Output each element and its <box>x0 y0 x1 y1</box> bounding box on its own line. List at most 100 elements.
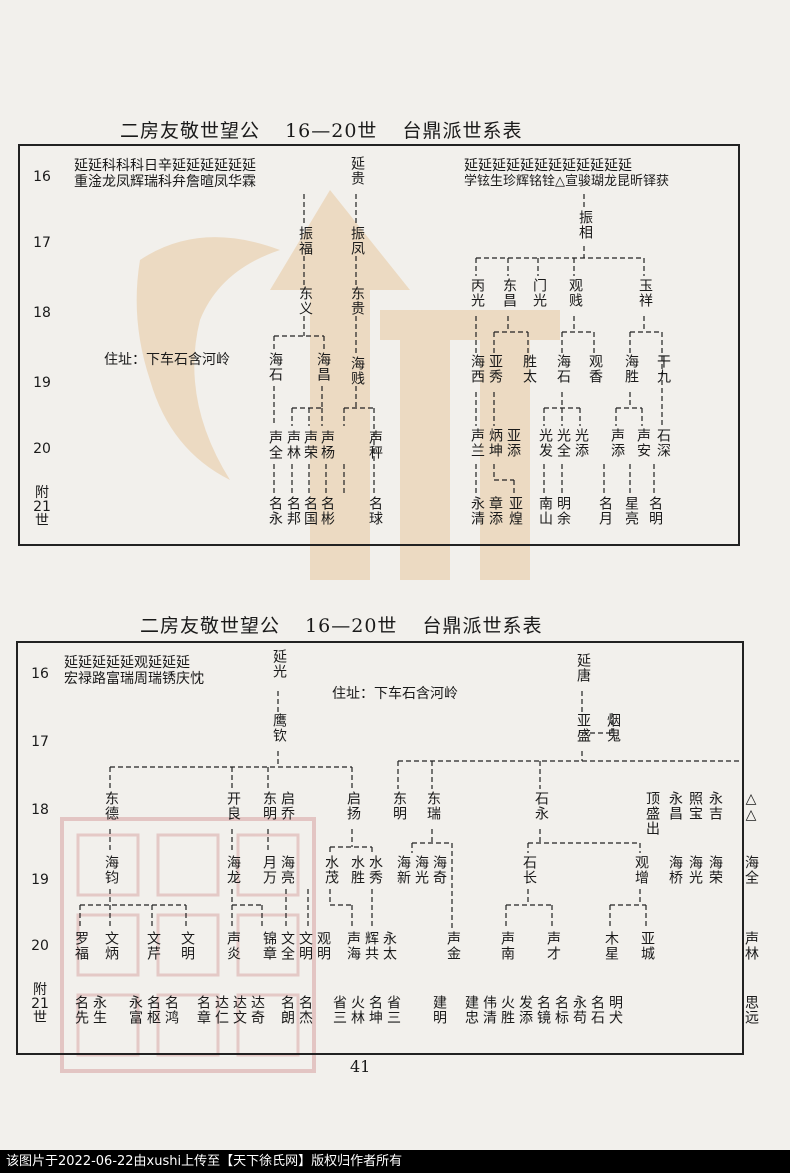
person: 干九 <box>655 354 671 384</box>
generation-column: 16 17 18 19 20 附 21 世 <box>18 643 62 1053</box>
person: 名标 <box>553 995 569 1025</box>
person: 亚盛 <box>575 713 591 743</box>
person: 名月 <box>597 496 613 526</box>
gen-label: 附 21 世 <box>31 982 49 1026</box>
gen-label: 20 <box>33 441 51 457</box>
person: 永太 <box>381 931 397 961</box>
person: 木星 <box>603 931 619 961</box>
person: 东昌 <box>501 278 517 308</box>
person: 东贵 <box>349 286 365 316</box>
tree-area: 延延延延延观延延延 宏禄路富瑞周瑞锈庆忱 延光 延唐 住址：下车石含河岭 鹰钦 … <box>62 643 759 1053</box>
person: 建明 <box>431 995 447 1025</box>
person: 照宝 <box>687 791 703 821</box>
person: 海钧 <box>103 855 119 885</box>
person: 名石 <box>589 995 605 1025</box>
person: 名先 <box>73 995 89 1025</box>
generation-column: 16 17 18 19 20 附 21 世 <box>20 146 64 544</box>
person: 东德 <box>103 791 119 821</box>
person: 观贱 <box>567 278 583 308</box>
person: 永吉 <box>707 791 723 821</box>
person: 月万 <box>261 855 277 885</box>
row16-a2: 重淦龙凤辉瑞科弁詹暄凤华霖 <box>74 174 256 190</box>
tree-lines <box>79 691 742 928</box>
title-lineage: 二房友敬世望公 <box>120 120 261 142</box>
person: 烟鬼 <box>605 713 621 743</box>
person: 光发 <box>537 428 553 458</box>
person: 振凤 <box>349 226 365 256</box>
address: 住址：下车石含河岭 <box>104 352 230 368</box>
person: 声才 <box>545 931 561 961</box>
person: 炳坤 <box>487 428 503 458</box>
person: 丙光 <box>469 278 485 308</box>
person: 声兰 <box>469 428 485 458</box>
person: 声添 <box>609 428 625 458</box>
title-range: 16—20世 <box>305 615 398 637</box>
title-lineage: 二房友敬世望公 <box>140 615 281 637</box>
person: 声林 <box>285 430 301 460</box>
gen-label: 20 <box>31 938 49 954</box>
person: 辉共 <box>363 931 379 961</box>
person: 水茂 <box>323 855 339 885</box>
person: 南山 <box>537 496 553 526</box>
person: 永清 <box>469 496 485 526</box>
person: 振福 <box>297 226 313 256</box>
person: 名球 <box>367 496 383 526</box>
table-1-frame: 16 17 18 19 20 附 21 世 <box>18 144 740 546</box>
table-2-title: 二房友敬世望公 16—20世 台鼎派世系表 <box>140 611 560 638</box>
gen-label: 19 <box>31 872 49 888</box>
person: 名镜 <box>535 995 551 1025</box>
gen-label: 附 21 世 <box>33 485 51 529</box>
tree-area: 延延科科科日辛延延延延延延 重淦龙凤辉瑞科弁詹暄凤华霖 延贵 延延延延延延延延延… <box>64 146 738 544</box>
person: 声炎 <box>225 931 241 961</box>
gen-label: 19 <box>33 375 51 391</box>
person: 名国 <box>302 496 318 526</box>
person: 海奇 <box>431 855 447 885</box>
person: 石深 <box>655 428 671 458</box>
person: 思远 <box>743 995 759 1025</box>
person: 章添 <box>487 496 503 526</box>
table-2-frame: 16 17 18 19 20 附 21 世 <box>16 641 759 1055</box>
person: 永昌 <box>667 791 683 821</box>
person: 海龙 <box>225 855 241 885</box>
person: 光添 <box>573 428 589 458</box>
person: 延贵 <box>349 156 365 186</box>
person: 观香 <box>587 354 603 384</box>
person: 海贱 <box>349 356 365 386</box>
person: 火胜 <box>499 995 515 1025</box>
person: 海胜 <box>623 354 639 384</box>
person: 观明 <box>315 931 331 961</box>
person: 名邦 <box>285 496 301 526</box>
person: 明犬 <box>607 995 623 1025</box>
gen-label: 18 <box>33 305 51 321</box>
person: 省三 <box>385 995 401 1025</box>
page-number: 41 <box>350 1057 371 1076</box>
person: 海亮 <box>279 855 295 885</box>
title-range: 16—20世 <box>285 120 378 142</box>
person: 名鸿 <box>163 995 179 1025</box>
row16-c: 延延延延延延延延延延延延 <box>464 158 632 174</box>
person: 玉祥 <box>637 278 653 308</box>
person: 海石 <box>555 354 571 384</box>
person: 名枢 <box>145 995 161 1025</box>
person: 声秤 <box>367 430 383 460</box>
person: 亚添 <box>505 428 521 458</box>
row16-a2: 宏禄路富瑞周瑞锈庆忱 <box>64 671 204 687</box>
person: 东义 <box>297 286 313 316</box>
person: 启乔 <box>279 791 295 821</box>
person: 顶盛出 <box>644 791 660 836</box>
person: 东瑞 <box>425 791 441 821</box>
person: 声安 <box>635 428 651 458</box>
tree-lines <box>273 194 663 496</box>
person: △ <box>743 791 759 808</box>
table-1-title: 二房友敬世望公 16—20世 台鼎派世系表 <box>120 116 540 143</box>
person: 海桥 <box>667 855 683 885</box>
person: 伟清 <box>481 995 497 1025</box>
person: 达仁 <box>213 995 229 1025</box>
title-branch: 台鼎派世系表 <box>422 615 543 637</box>
person: 胜太 <box>521 354 537 384</box>
person: 明余 <box>555 496 571 526</box>
person: 延光 <box>271 649 287 679</box>
person: 光全 <box>555 428 571 458</box>
person: △ <box>743 807 759 824</box>
gen-label: 18 <box>31 802 49 818</box>
